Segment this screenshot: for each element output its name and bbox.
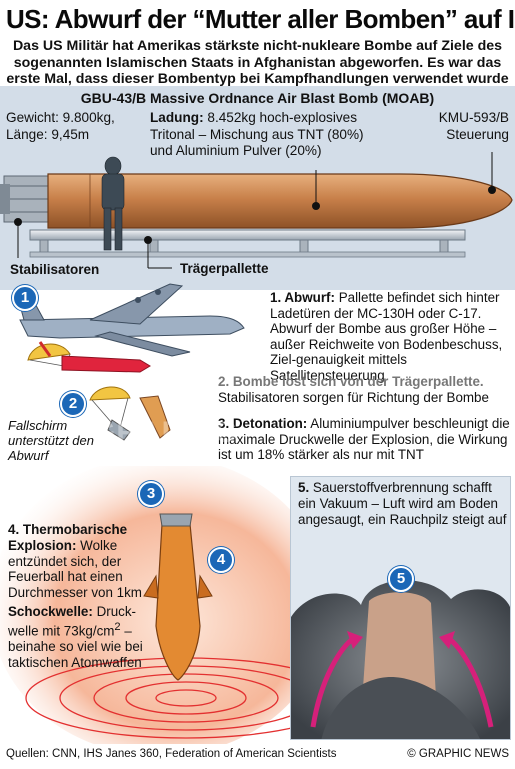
step-1-heading: 1. Abwurf: [270,290,335,305]
detonating-bomb [143,513,213,681]
watermark: GRAPHIC [92,416,238,449]
guidance-text: KMU-593/B Steuerung [439,110,509,143]
step-2-text: 2. Bombe löst sich von der Trägerpallett… [218,374,512,405]
bomb-dimensions: Gewicht: 9.800kg, Länge: 9,45m [6,110,115,143]
step-5-heading: 5. [298,480,310,495]
page-title: US: Abwurf der “Mutter aller Bomben” auf… [6,4,515,34]
payload-line-3: und Aluminium Pulver (20%) [150,143,322,158]
guidance-line-2: Steuerung [446,126,509,142]
length-text: Länge: 9,45m [6,126,90,142]
payload-text: Ladung: 8.452kg hoch-explosives Tritonal… [150,110,364,160]
guidance-line-1: KMU-593/B [438,110,509,125]
vacuum-panel [290,476,511,740]
step-badge-4: 4 [208,547,234,573]
step-3-body: Aluminiumpulver beschleunigt die maximal… [218,416,510,463]
step-5-text: 5. Sauerstoffverbrennung schafft ein Vak… [298,480,508,527]
step-2-body: Stabilisatoren sorgen für Richtung der B… [218,389,489,405]
mc130-aircraft [17,283,245,357]
page-subtitle: Das US Militär hat Amerikas stärkste nic… [6,38,509,87]
step-1-text: 1. Abwurf: Pallette befindet sich hinter… [270,290,510,384]
step-4-body: Wolke entzündet sich, der Feuerball hat … [8,537,142,601]
step-badge-3: 3 [138,481,164,507]
soldier-figure [101,156,125,251]
stabilizers-label: Stabilisatoren [10,262,100,277]
step-badge-2: 2 [60,391,86,417]
pallet-rail [29,229,466,241]
step-1-body: Pallette befindet sich hinter Ladetüren … [270,290,503,383]
drop-sequence-illustration [17,283,245,441]
fireball [0,466,300,744]
weight-text: Gewicht: 9.800kg, [6,110,115,125]
copyright-text: © GRAPHIC NEWS [407,748,509,760]
step-3-text: 3. Detonation: Aluminiumpulver beschleun… [218,416,512,463]
shockwave-body-1: Druck-welle mit 73kg/cm [8,604,136,639]
pallet-label: Trägerpallette [180,261,269,276]
shockwave-heading: Schockwelle: [8,604,93,619]
step-4-text: 4. Thermobarische Explosion: Wolke entzü… [8,522,178,601]
parachute-pallet [27,341,151,373]
parachute-note: Fallschirm unterstützt den Abwurf [8,418,94,463]
bomb-name: GBU-43/B Massive Ordnance Air Blast Bomb… [80,90,435,106]
shockwave-text: Schockwelle: Druck-welle mit 73kg/cm2 – … [8,604,158,671]
step-3-heading: 3. Detonation: [218,416,308,431]
payload-label: Ladung: [150,110,204,125]
payload-line-2: Tritonal – Mischung aus TNT (80%) [150,126,364,142]
step-badge-5: 5 [388,566,414,592]
bomb-body [47,173,513,229]
step-badge-1: 1 [12,285,38,311]
mushroom-cloud-illustration [291,580,510,739]
falling-bomb [89,386,171,441]
explosion-illustration [0,466,300,744]
shockwave-body-2: – beinahe so viel wie bei taktischen Ato… [8,623,143,670]
step-5-body: Sauerstoffverbrennung schafft ein Vakuum… [298,480,507,527]
payload-line-1: 8.452kg hoch-explosives [203,110,358,125]
step-2-heading: 2. Bombe löst sich von der Trägerpallett… [218,374,484,389]
moab-bomb-illustration [0,152,513,269]
shockwave-unit-sup: 2 [114,620,121,633]
step-4-heading: 4. Thermobarische Explosion: [8,522,128,553]
sources-text: Quellen: CNN, IHS Janes 360, Federation … [6,748,337,760]
